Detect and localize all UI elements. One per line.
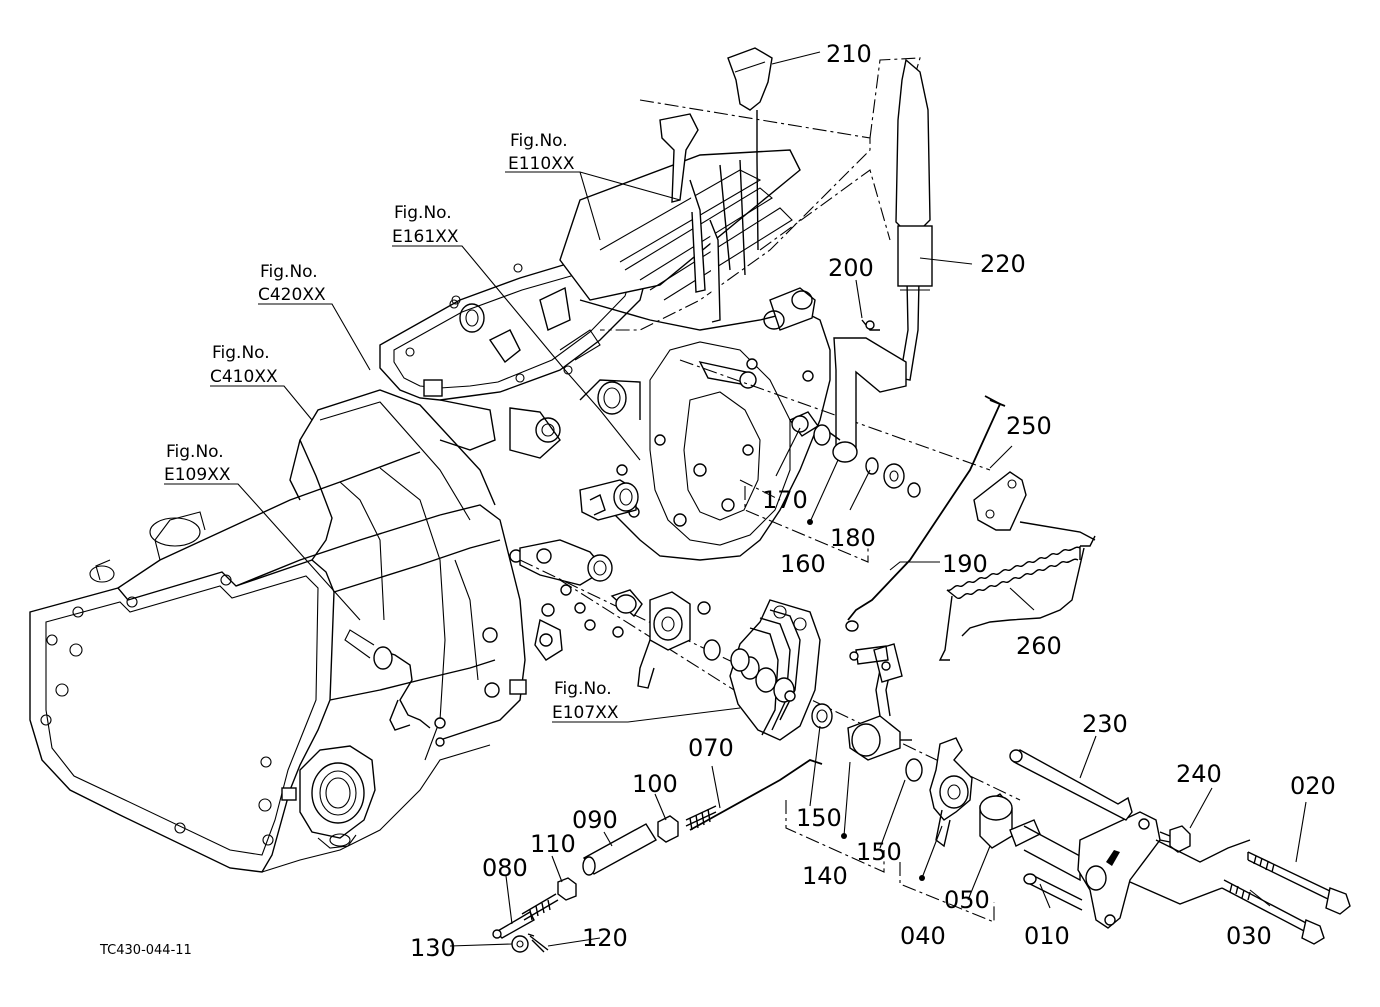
part-label: 170 xyxy=(762,486,808,514)
spring-260 xyxy=(938,535,1096,661)
part-label: 250 xyxy=(1006,412,1052,440)
group-brackets xyxy=(744,486,995,923)
reference-plate xyxy=(600,57,921,331)
fig-ref-code: E161XX xyxy=(392,227,459,247)
part-label: 200 xyxy=(828,254,874,282)
part-label: 020 xyxy=(1290,772,1336,800)
part-label: 210 xyxy=(826,40,872,68)
fig-ref-code: E110XX xyxy=(508,154,575,174)
fig-ref-prefix: Fig.No. xyxy=(166,442,224,462)
part-label: 160 xyxy=(780,550,826,578)
part-label: 140 xyxy=(802,862,848,890)
part-label: 150 xyxy=(856,838,902,866)
fig-ref-code: C420XX xyxy=(258,285,326,305)
shift-lever-guide xyxy=(559,113,801,323)
part-label: 240 xyxy=(1176,760,1222,788)
part-label: 070 xyxy=(688,734,734,762)
part-label: 090 xyxy=(572,806,618,834)
fig-ref-prefix: Fig.No. xyxy=(554,679,612,699)
part-label: 110 xyxy=(530,830,576,858)
part-label: 260 xyxy=(1016,632,1062,660)
fig-ref-prefix: Fig.No. xyxy=(212,343,270,363)
fig-ref-e110: Fig.No. E110XX xyxy=(508,131,575,174)
fig-ref-c420: Fig.No. C420XX xyxy=(258,262,326,305)
drawing-code: TC430-044-11 xyxy=(99,943,192,958)
fig-ref-code: E107XX xyxy=(552,703,619,723)
part-label: 220 xyxy=(980,250,1026,278)
part-labels: 210 220 200 250 170 180 160 190 260 230 … xyxy=(410,40,1336,962)
part-label: 180 xyxy=(830,524,876,552)
part-label: 050 xyxy=(944,886,990,914)
fig-ref-c410: Fig.No. C410XX xyxy=(210,343,278,387)
part-label: 010 xyxy=(1024,922,1070,950)
upper-linkage xyxy=(727,47,1096,661)
part-label: 150 xyxy=(796,804,842,832)
part-label: 040 xyxy=(900,922,946,950)
fig-ref-e107: Fig.No. E107XX xyxy=(552,679,619,723)
part-label: 130 xyxy=(410,934,456,962)
part-label: 030 xyxy=(1226,922,1272,950)
leader-lines xyxy=(164,51,1307,947)
part-label: 230 xyxy=(1082,710,1128,738)
fig-ref-prefix: Fig.No. xyxy=(260,262,318,282)
part-label: 120 xyxy=(582,924,628,952)
part-label: 100 xyxy=(632,770,678,798)
fig-ref-prefix: Fig.No. xyxy=(394,203,452,223)
fig-ref-prefix: Fig.No. xyxy=(510,131,568,151)
part-label: 080 xyxy=(482,854,528,882)
fig-ref-e109: Fig.No. E109XX xyxy=(164,442,231,485)
pedal-pivot-assembly xyxy=(492,589,1351,953)
rear-housing xyxy=(519,287,1021,801)
fig-ref-e161: Fig.No. E161XX xyxy=(392,203,459,247)
fig-ref-code: E109XX xyxy=(164,465,231,485)
part-label: 190 xyxy=(942,550,988,578)
fig-ref-code: C410XX xyxy=(210,367,278,387)
transmission-housing xyxy=(29,389,555,873)
